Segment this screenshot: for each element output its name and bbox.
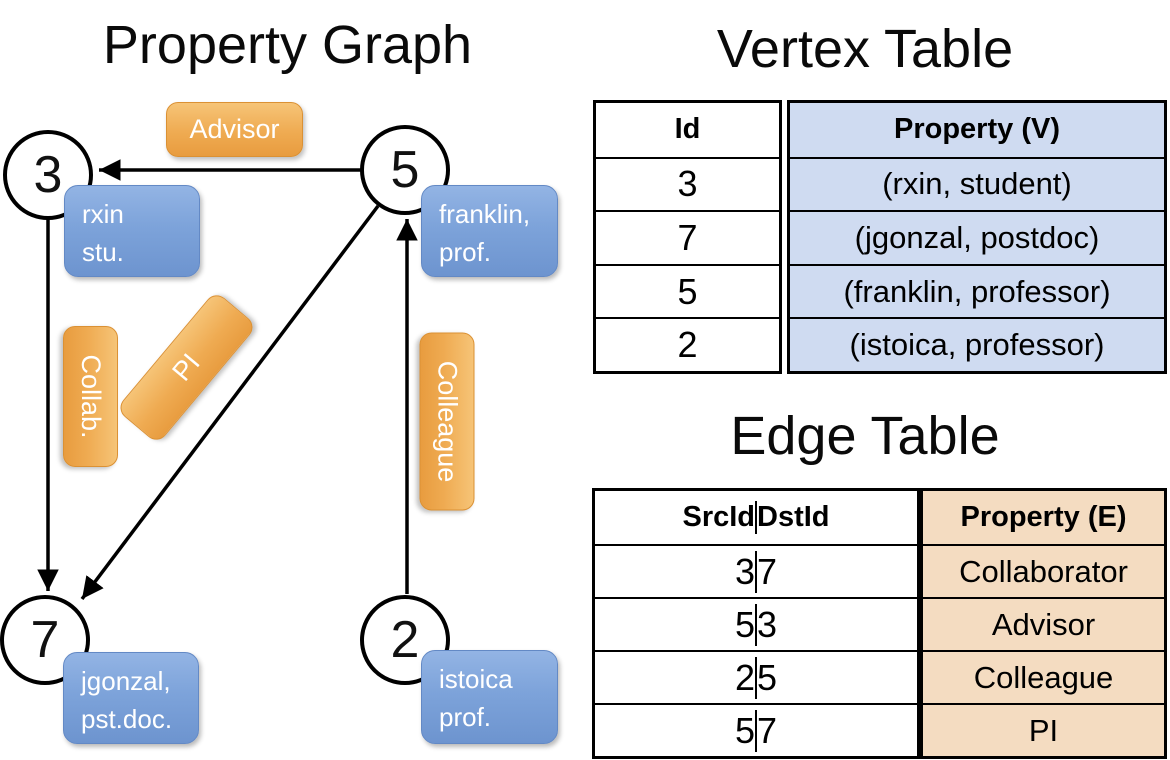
table-row: Advisor [923, 597, 1164, 650]
vertex-table-property-header: Property (V) [894, 113, 1060, 146]
vertex-table-title: Vertex Table [716, 19, 1014, 79]
dstid-cell: 7 [755, 550, 778, 593]
table-row: 7 [596, 210, 779, 264]
vertex-id: 2 [390, 611, 420, 669]
vertex-table-id-column: Id 3 7 5 2 [593, 100, 782, 374]
edge-table-header-row: SrcId DstId [595, 491, 917, 544]
edge-label-text: Collab. [76, 354, 106, 439]
dstid-cell: 3 [755, 603, 778, 646]
vertex-property-box-istoica: istoica prof. [421, 650, 558, 744]
edge-table-dstid-header: DstId [755, 501, 830, 534]
vertex-property-line: prof. [439, 236, 492, 267]
vertex-property-line: rxin [82, 199, 124, 229]
dstid-cell: 7 [755, 709, 778, 752]
vertex-id: 7 [30, 611, 60, 669]
table-row: 2 5 [595, 650, 917, 703]
vertex-property-line: jgonzal, [81, 666, 171, 696]
edge-table-property-header: Property (E) [960, 501, 1127, 533]
edge-label-text: PI [166, 347, 206, 387]
edge-table-property-column: Property (E) Collaborator Advisor Collea… [920, 488, 1167, 759]
vertex-property-box-jgonzal: jgonzal, pst.doc. [63, 652, 199, 744]
table-row: (istoica, professor) [790, 317, 1164, 371]
table-row: 3 [596, 156, 779, 211]
edge-label-colleague: Colleague [419, 332, 475, 511]
vertex-property-box-rxin: rxin stu. [64, 185, 200, 277]
srcid-cell: 5 [734, 709, 755, 751]
table-row: 5 3 [595, 597, 917, 650]
vertex-property-line: stu. [82, 236, 124, 267]
vertex-circle-5: 5 [360, 125, 450, 215]
edge-label-collab: Collab. [63, 326, 118, 467]
srcid-cell: 3 [734, 550, 755, 592]
table-row: Colleague [923, 650, 1164, 703]
vertex-property-line: prof. [439, 701, 492, 732]
table-row: 5 [596, 263, 779, 318]
table-row: 3 7 [595, 544, 917, 597]
table-row: 2 [596, 317, 779, 371]
vertex-table-id-header: Id [674, 113, 701, 146]
srcid-cell: 5 [734, 603, 755, 645]
table-row: PI [923, 703, 1164, 756]
edge-label-advisor: Advisor [166, 102, 303, 157]
property-graph-title: Property Graph [102, 15, 473, 75]
vertex-table-property-column: Property (V) (rxin, student) (jgonzal, p… [787, 100, 1167, 374]
table-row: 5 7 [595, 703, 917, 756]
edge-table-srcid-header: SrcId [682, 501, 756, 533]
srcid-cell: 2 [734, 656, 755, 698]
table-row: Collaborator [923, 544, 1164, 597]
graph-edges [37, 159, 418, 601]
edge-arrow-5-to-7 [80, 204, 380, 601]
edge-label-text: Advisor [189, 114, 280, 144]
vertex-property-line: istoica [439, 664, 513, 694]
vertex-id: 5 [390, 141, 420, 199]
vertex-circle-2: 2 [360, 595, 450, 685]
edge-table-src-dst-columns: SrcId DstId 3 7 5 3 2 5 5 7 [592, 488, 920, 759]
vertex-property-box-franklin: franklin, prof. [421, 185, 558, 277]
dstid-cell: 5 [755, 656, 778, 699]
vertex-id: 3 [33, 146, 63, 204]
vertex-property-line: franklin, [439, 199, 531, 229]
table-row: (jgonzal, postdoc) [790, 210, 1164, 264]
table-row: (franklin, professor) [790, 263, 1164, 318]
table-row: (rxin, student) [790, 156, 1164, 211]
edge-label-text: Colleague [432, 360, 463, 483]
vertex-property-line: pst.doc. [81, 703, 173, 734]
edge-table-title: Edge Table [730, 406, 1000, 466]
